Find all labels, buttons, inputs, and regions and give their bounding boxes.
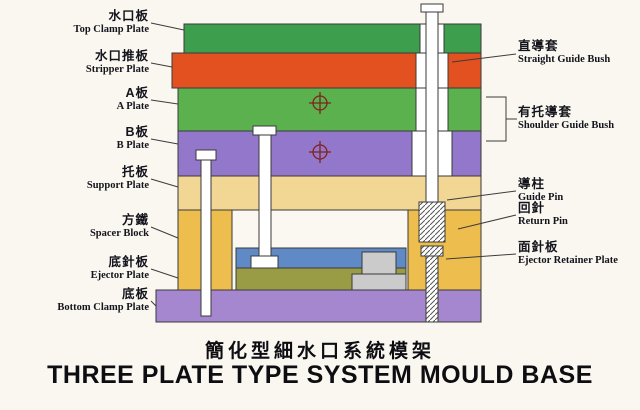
label-support-plate-zh: 托板	[121, 165, 149, 179]
title-chinese: 簡化型細水口系統模架	[204, 341, 435, 362]
label-ejector-retainer-plate-en: Ejector Retainer Plate	[518, 254, 618, 266]
centre-pin-collar	[252, 125, 277, 136]
label-ejector-plate-en: Ejector Plate	[90, 269, 149, 281]
label-stripper-plate-en: Stripper Plate	[85, 63, 149, 75]
label-stripper-plate: 水口推板 Stripper Plate	[4, 49, 149, 75]
return-pin-shaft-hatch	[425, 255, 439, 323]
label-top-clamp-plate: 水口板 Top Clamp Plate	[4, 9, 149, 35]
guide-pin-head	[420, 3, 444, 13]
label-shoulder-guide-bush: 有托導套 Shoulder Guide Bush	[518, 105, 640, 131]
label-bottom-clamp-plate: 底板 Bottom Clamp Plate	[4, 287, 149, 313]
label-a-plate-en: A Plate	[116, 100, 149, 112]
title-english: THREE PLATE TYPE SYSTEM MOULD BASE	[47, 361, 593, 389]
support-pillar-base	[351, 273, 407, 291]
leader-straight-guide-bush	[451, 53, 517, 63]
guide-pin-shaft	[425, 11, 439, 203]
label-spacer-block: 方鐵 Spacer Block	[4, 213, 149, 239]
label-return-pin-zh: 回針	[518, 201, 546, 215]
leader-bottom-clamp-plate	[150, 300, 157, 307]
label-guide-pin: 導柱 Guide Pin	[518, 177, 640, 203]
label-return-pin-en: Return Pin	[518, 215, 568, 227]
leader-support-plate	[150, 178, 179, 188]
left-screw-shaft	[200, 159, 212, 317]
label-support-plate-en: Support Plate	[86, 179, 149, 191]
leader-a-plate	[150, 99, 179, 105]
label-return-pin: 回針 Return Pin	[518, 201, 640, 227]
leader-return-pin	[457, 214, 517, 230]
label-b-plate-zh: B板	[125, 125, 149, 139]
label-a-plate: A板 A Plate	[4, 86, 149, 112]
label-shoulder-guide-bush-zh: 有托導套	[518, 105, 573, 119]
label-straight-guide-bush: 直導套 Straight Guide Bush	[518, 39, 640, 65]
label-a-plate-zh: A板	[125, 86, 149, 100]
crosshair-mark-a	[309, 92, 331, 114]
centre-pin-shaft	[258, 134, 272, 257]
label-bottom-clamp-plate-en: Bottom Clamp Plate	[57, 301, 149, 313]
label-ejector-plate-zh: 底針板	[108, 255, 149, 269]
guide-pin-shoulder-hatch	[418, 201, 446, 243]
leader-top-clamp-plate	[150, 22, 185, 31]
label-straight-guide-bush-zh: 直導套	[518, 39, 559, 53]
crosshair-mark-b	[309, 141, 331, 163]
leader-ejector-retainer-plate	[445, 253, 517, 260]
label-ejector-retainer-plate-zh: 面針板	[518, 240, 559, 254]
centre-pin-foot	[250, 255, 279, 269]
label-guide-pin-zh: 導柱	[518, 177, 546, 191]
label-guide-pin-en: Guide Pin	[518, 191, 564, 203]
support-pillar-top	[361, 251, 397, 275]
bracket-shoulder-guide-bush	[486, 96, 507, 142]
leader-stripper-plate	[150, 62, 173, 68]
label-ejector-retainer-plate: 面針板 Ejector Retainer Plate	[518, 240, 640, 266]
label-b-plate: B板 B Plate	[4, 125, 149, 151]
label-top-clamp-plate-en: Top Clamp Plate	[73, 23, 149, 35]
label-stripper-plate-zh: 水口推板	[94, 49, 149, 63]
leader-ejector-plate	[150, 268, 179, 279]
left-screw-head	[195, 149, 217, 161]
label-shoulder-guide-bush-en: Shoulder Guide Bush	[518, 119, 615, 131]
label-top-clamp-plate-zh: 水口板	[108, 9, 149, 23]
label-spacer-block-en: Spacer Block	[89, 227, 149, 239]
label-b-plate-en: B Plate	[116, 139, 149, 151]
return-pin-head-hatch	[420, 245, 444, 257]
label-support-plate: 托板 Support Plate	[4, 165, 149, 191]
leader-spacer-block	[150, 226, 179, 239]
label-ejector-plate: 底針板 Ejector Plate	[4, 255, 149, 281]
leader-guide-pin	[446, 190, 517, 201]
leader-b-plate	[150, 138, 179, 145]
label-straight-guide-bush-en: Straight Guide Bush	[518, 53, 611, 65]
label-bottom-clamp-plate-zh: 底板	[121, 287, 149, 301]
label-spacer-block-zh: 方鐵	[121, 213, 149, 227]
